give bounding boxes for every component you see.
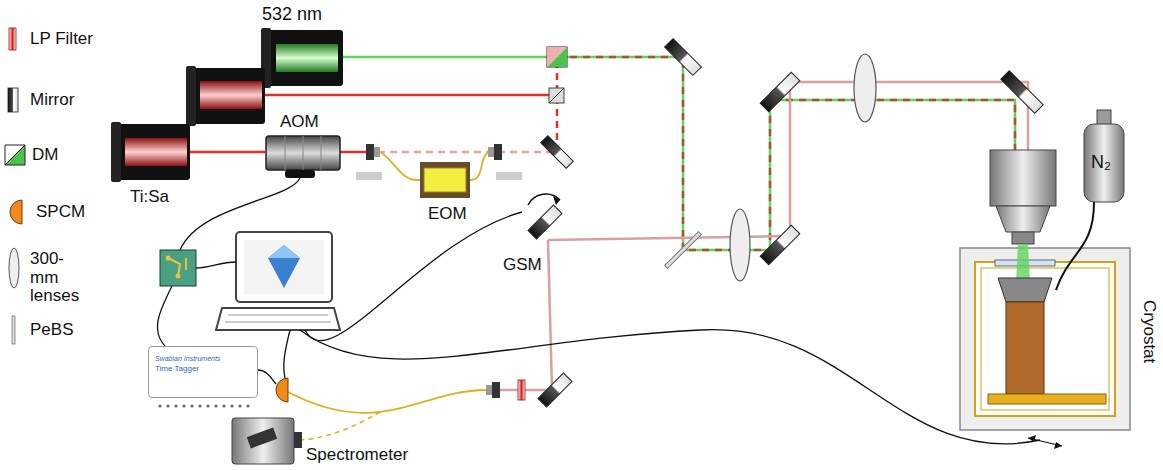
device-name: Time Tagger: [155, 364, 251, 373]
legend-text: PeBS: [30, 321, 73, 340]
brand-name: Swabian Instruments: [155, 355, 251, 362]
legend-text: LP Filter: [30, 30, 93, 49]
part-label: GSM: [503, 256, 542, 275]
legend-text: DM: [32, 146, 58, 165]
part-label: EOM: [428, 205, 467, 224]
part-label: Spectrometer: [306, 446, 408, 465]
part-label: N₂: [1091, 153, 1111, 173]
legend-text: Mirror: [30, 91, 74, 110]
instrument-box: Swabian InstrumentsTime Tagger: [148, 346, 258, 398]
part-label: 532 nm: [262, 5, 322, 25]
legend-text: SPCM: [36, 203, 85, 222]
part-label: Ti:Sa: [130, 188, 169, 207]
part-label: Cryostat: [1139, 300, 1158, 363]
part-label: AOM: [280, 113, 319, 132]
legend-text: 300-mm lenses: [30, 250, 92, 306]
